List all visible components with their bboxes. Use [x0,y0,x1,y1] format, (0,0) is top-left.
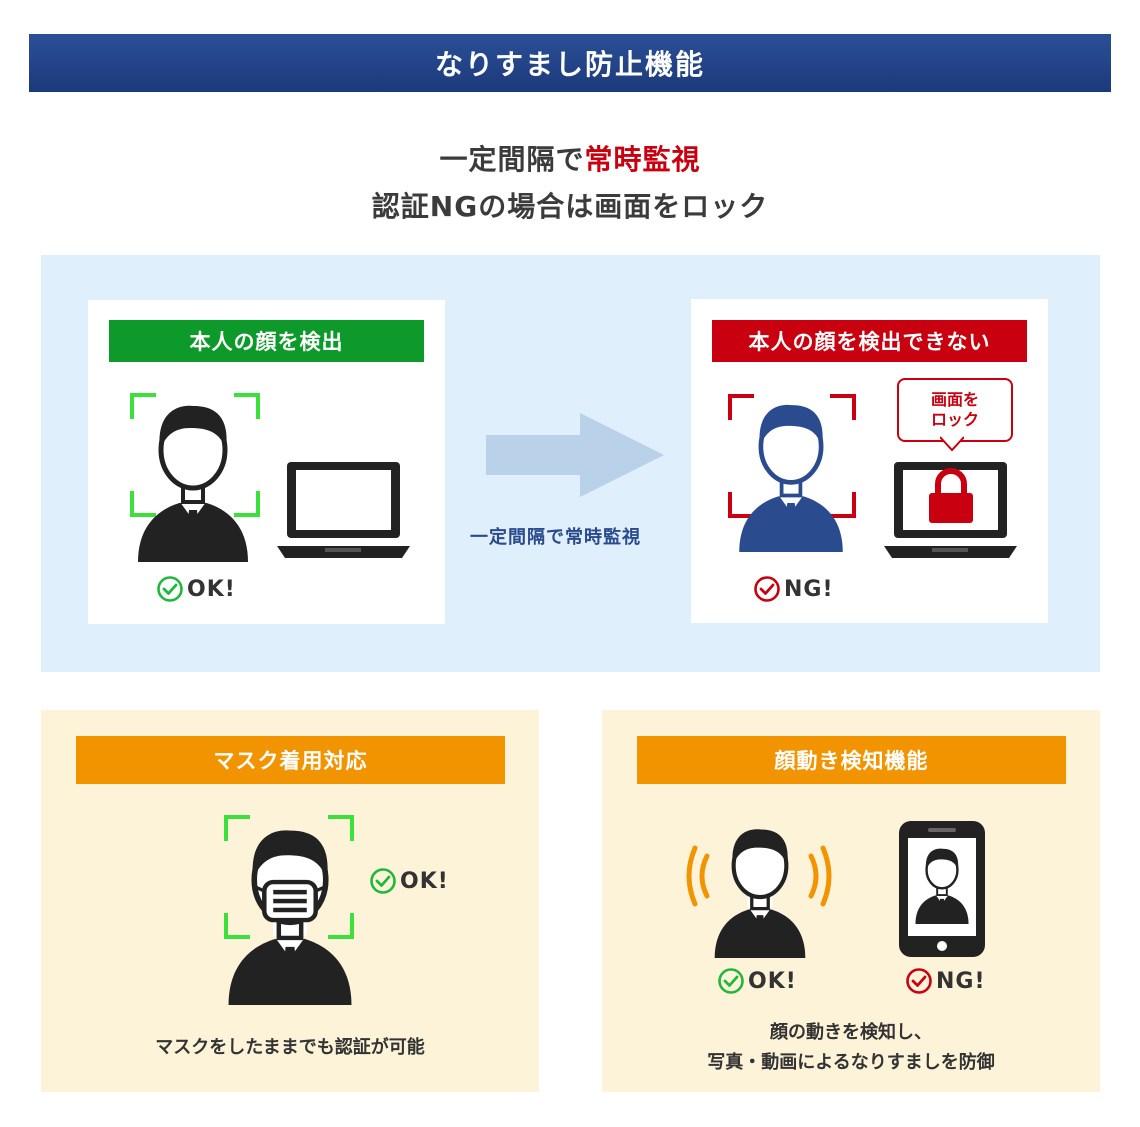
headline-line-1: 一定間隔で常時監視 [0,138,1140,178]
face-frame-icon [728,394,856,518]
x-circle-icon [905,967,933,995]
headline-highlight: 常時監視 [584,143,701,176]
lock-screen-bubble: 画面を ロック [897,378,1013,442]
check-circle-icon [156,575,184,603]
motion-waves-icon [686,845,832,907]
bubble-tail [940,436,964,452]
mask-caption: マスクをしたままでも認証が可能 [155,1037,425,1058]
face-frame-icon [130,393,260,517]
ng-status: NG! [905,967,986,995]
ng-status: NG! [753,575,834,603]
check-circle-icon [717,967,745,995]
x-circle-icon [753,575,781,603]
lock-icon [929,468,973,523]
arrow-right-icon [486,413,664,497]
interval-label: 一定間隔で常時監視 [470,527,641,548]
page-title: なりすまし防止機能 [29,34,1111,92]
person-icon [726,392,856,552]
laptop-icon [277,462,410,558]
detected-label: 本人の顔を検出 [109,320,424,362]
not-detected-label: 本人の顔を検出できない [712,320,1027,362]
ok-status: OK! [156,575,236,603]
person-icon [705,818,815,958]
headline-prefix: 一定間隔で [439,143,585,176]
ok-status: OK! [369,867,449,895]
motion-label: 顔動き検知機能 [637,736,1066,784]
laptop-icon [884,462,1017,558]
check-circle-icon [369,867,397,895]
person-icon [128,392,258,562]
ok-status: OK! [717,967,797,995]
person-icon [217,815,363,1005]
motion-caption: 顔の動きを検知し、 写真・動画によるなりすましを防御 [707,1022,995,1073]
mask-icon [253,879,327,923]
face-frame-icon [224,815,354,939]
person-icon [908,842,976,924]
headline-line-2: 認証NGの場合は画面をロック [371,190,769,223]
mask-label: マスク着用対応 [76,736,505,784]
